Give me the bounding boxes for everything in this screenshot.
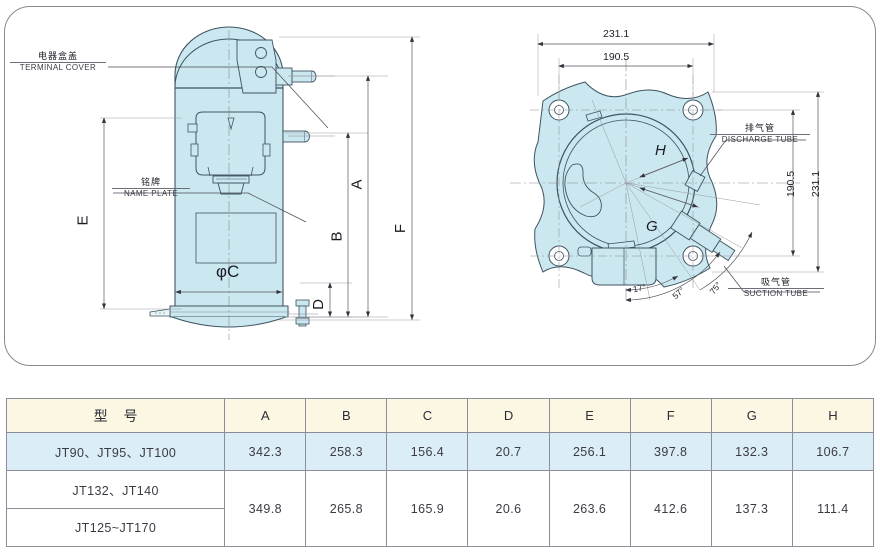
callout-terminal-cover-cn: 电器盒盖 <box>37 51 78 61</box>
table-cell-model: JT125~JT170 <box>5 508 226 547</box>
dimension-letter-C: φC <box>216 262 240 281</box>
callout-terminal-cover: 电器盒盖 TERMINAL COVER <box>10 51 106 73</box>
table-header-E: E <box>548 398 631 433</box>
dimension-letter-G: G <box>646 218 658 235</box>
dimension-spec-table: 型 号 A B C D E F G H JT90、JT95、JT100 342.… <box>5 398 875 547</box>
table-row: JT125~JT170 <box>5 508 874 547</box>
dimension-letter-B: B <box>328 231 346 242</box>
dimension-letter-A: A <box>348 179 366 190</box>
dimension-letter-F: F <box>392 223 410 234</box>
table-cell-B: 265.8 <box>305 470 388 547</box>
callout-suction-tube-en: SUCTION TUBE <box>728 288 824 298</box>
callout-name-plate-cn: 铭牌 <box>140 177 161 187</box>
table-header-F: F <box>629 398 712 433</box>
dimension-top-outer: 231.1 <box>603 28 630 40</box>
dimension-right-outer: 231.1 <box>810 170 823 198</box>
table-row: JT132、JT140 349.8 265.8 165.9 20.6 263.6… <box>5 470 875 547</box>
table-cell-G: 132.3 <box>710 432 793 471</box>
table-cell-E: 256.1 <box>548 432 631 471</box>
table-cell-A: 349.8 <box>224 470 307 547</box>
dimension-letter-H: H <box>655 142 666 159</box>
table-row: JT90、JT95、JT100 342.3 258.3 156.4 20.7 2… <box>5 432 875 471</box>
table-cell-H: 111.4 <box>791 470 875 547</box>
callout-discharge-tube: 排气管 DISCHARGE TUBE <box>710 123 810 145</box>
table-cell-D: 20.7 <box>467 432 550 471</box>
table-cell-G: 137.3 <box>710 470 793 547</box>
table-header-A: A <box>224 398 307 433</box>
table-cell-B: 258.3 <box>305 432 388 471</box>
table-cell-H: 106.7 <box>791 432 875 471</box>
table-cell-C: 156.4 <box>386 432 469 471</box>
table-cell-F: 397.8 <box>629 432 712 471</box>
table-header-C: C <box>386 398 469 433</box>
table-header-H: H <box>791 398 875 433</box>
table-cell-model: JT90、JT95、JT100 <box>5 432 226 471</box>
callout-terminal-cover-en: TERMINAL COVER <box>10 62 106 72</box>
table-cell-E: 263.6 <box>548 470 631 547</box>
callout-suction-tube-cn: 吸气管 <box>760 277 791 287</box>
callout-suction-tube: 吸气管 SUCTION TUBE <box>728 277 824 299</box>
table-cell-F: 412.6 <box>629 470 712 547</box>
table-cell-C: 165.9 <box>386 470 469 547</box>
table-header-B: B <box>305 398 388 433</box>
dimension-top-inner: 190.5 <box>603 51 630 63</box>
table-header-model: 型 号 <box>5 398 226 433</box>
table-header-row: 型 号 A B C D E F G H <box>5 398 875 433</box>
table-cell-model: JT132、JT140 <box>5 470 226 509</box>
table-cell-A: 342.3 <box>224 432 307 471</box>
dimension-letter-E: E <box>74 215 92 226</box>
callout-name-plate: 铭牌 NAME PLATE <box>112 177 190 199</box>
dimension-letter-D: D <box>309 299 327 310</box>
table-header-D: D <box>467 398 550 433</box>
callout-name-plate-en: NAME PLATE <box>112 188 190 198</box>
callout-discharge-tube-cn: 排气管 <box>744 123 775 133</box>
table-cell-D: 20.6 <box>467 470 550 547</box>
table-header-G: G <box>710 398 793 433</box>
dimension-right-inner: 190.5 <box>785 170 798 198</box>
callout-discharge-tube-en: DISCHARGE TUBE <box>710 134 810 144</box>
